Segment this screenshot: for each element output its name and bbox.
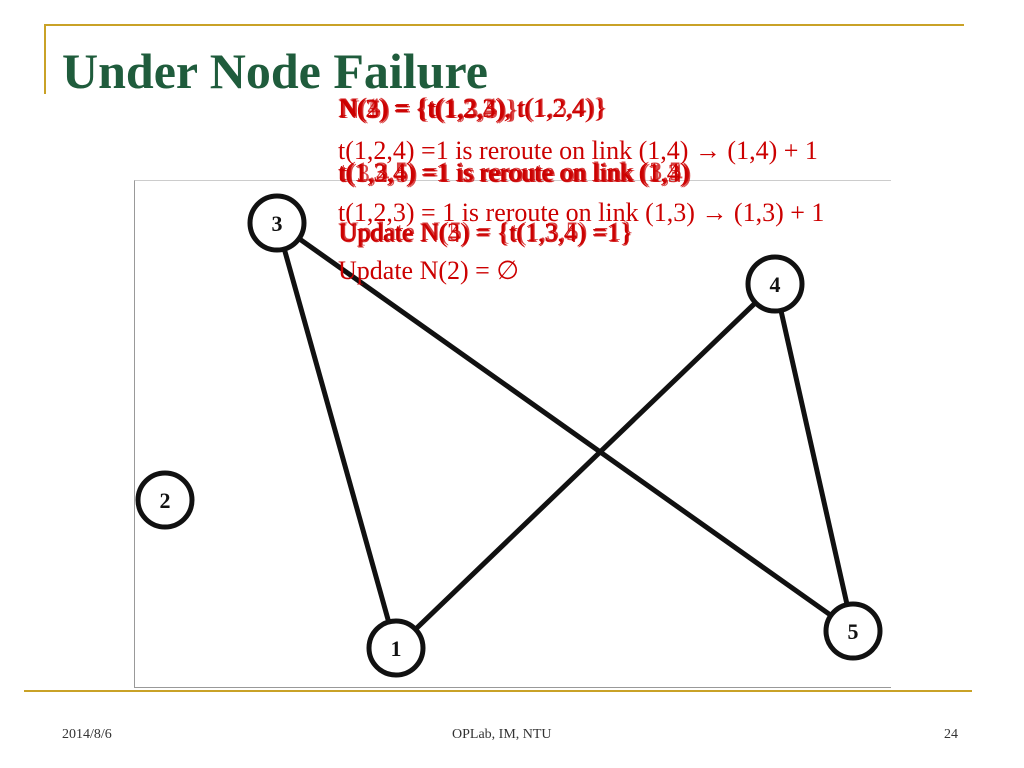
node-label-2: 2 [160, 488, 171, 513]
annotation-text-layer: t(1,3,5) =1 is reroute on link (3,5) [340, 157, 691, 186]
annotation-text-layer: t(1,2,4) =1 is reroute on link (1,4) → (… [338, 136, 818, 165]
annotation-text-layer: Update N(5) = {t(1,3,5) =1} [340, 217, 634, 246]
annotation-text-layer: N(2) = {t(1,2,3), t(1,2,4)} [338, 94, 606, 123]
annotation-text-layer: t(1,2,4) =1 is reroute on link (1,3) [339, 159, 690, 188]
annotation-text-layer: N(5) = {t(1,3,5)} [341, 95, 520, 124]
node-3 [247, 193, 307, 253]
annotation-text-layer: N(3) = {t(1,3,4)} [339, 95, 518, 124]
edge-3-5 [275, 220, 855, 634]
left-frame-line [44, 24, 46, 94]
graph-edges [274, 220, 856, 650]
edge-4-5 [772, 283, 856, 632]
annotation-text-layer: Update N(2) = ∅ [338, 256, 519, 285]
bottom-frame-line [24, 690, 972, 692]
node-label-4: 4 [770, 272, 781, 297]
top-frame-line [44, 24, 964, 26]
edge-1-4 [394, 282, 777, 650]
graph-nodes: 1 2 3 4 5 [135, 193, 883, 678]
node-5 [823, 601, 883, 661]
node-1 [366, 618, 426, 678]
graph-area: 1 2 3 4 5 [134, 180, 891, 688]
node-label-5: 5 [848, 619, 859, 644]
edge-3-1 [274, 222, 399, 649]
slide-title: Under Node Failure [62, 43, 488, 99]
annotation-text-layer: N(4) = {t(1,2,4), t(1,3,4)} [340, 93, 608, 122]
annotation-text-layer: t(3,4,5) =1 is reroute on link (1,4) [341, 159, 692, 188]
node-4 [745, 254, 805, 314]
node-label-3: 3 [272, 211, 283, 236]
node-2 [135, 470, 195, 530]
annotation-text-layer: t(1,2,3) = 1 is reroute on link (1,3) → … [338, 198, 825, 227]
network-graph: 1 2 3 4 5 [135, 193, 883, 678]
annotation-text-layer: Update N(4) = {t(1,3,4) =1} [339, 219, 633, 248]
footer-date: 2014/8/6 [62, 727, 112, 742]
annotation-text-layer: Update N(3) = {t(1,3,4) =1} [338, 218, 632, 247]
footer-page-number: 24 [944, 727, 958, 742]
annotation-text-layer: t(1,3,4) =1 is reroute on link (1,4) [338, 158, 689, 187]
annotation-text-layer: N(1) = {t(1,2,3), t(1,2,4)} [339, 93, 607, 122]
footer-center: OPLab, IM, NTU [452, 727, 552, 742]
node-label-1: 1 [391, 636, 402, 661]
